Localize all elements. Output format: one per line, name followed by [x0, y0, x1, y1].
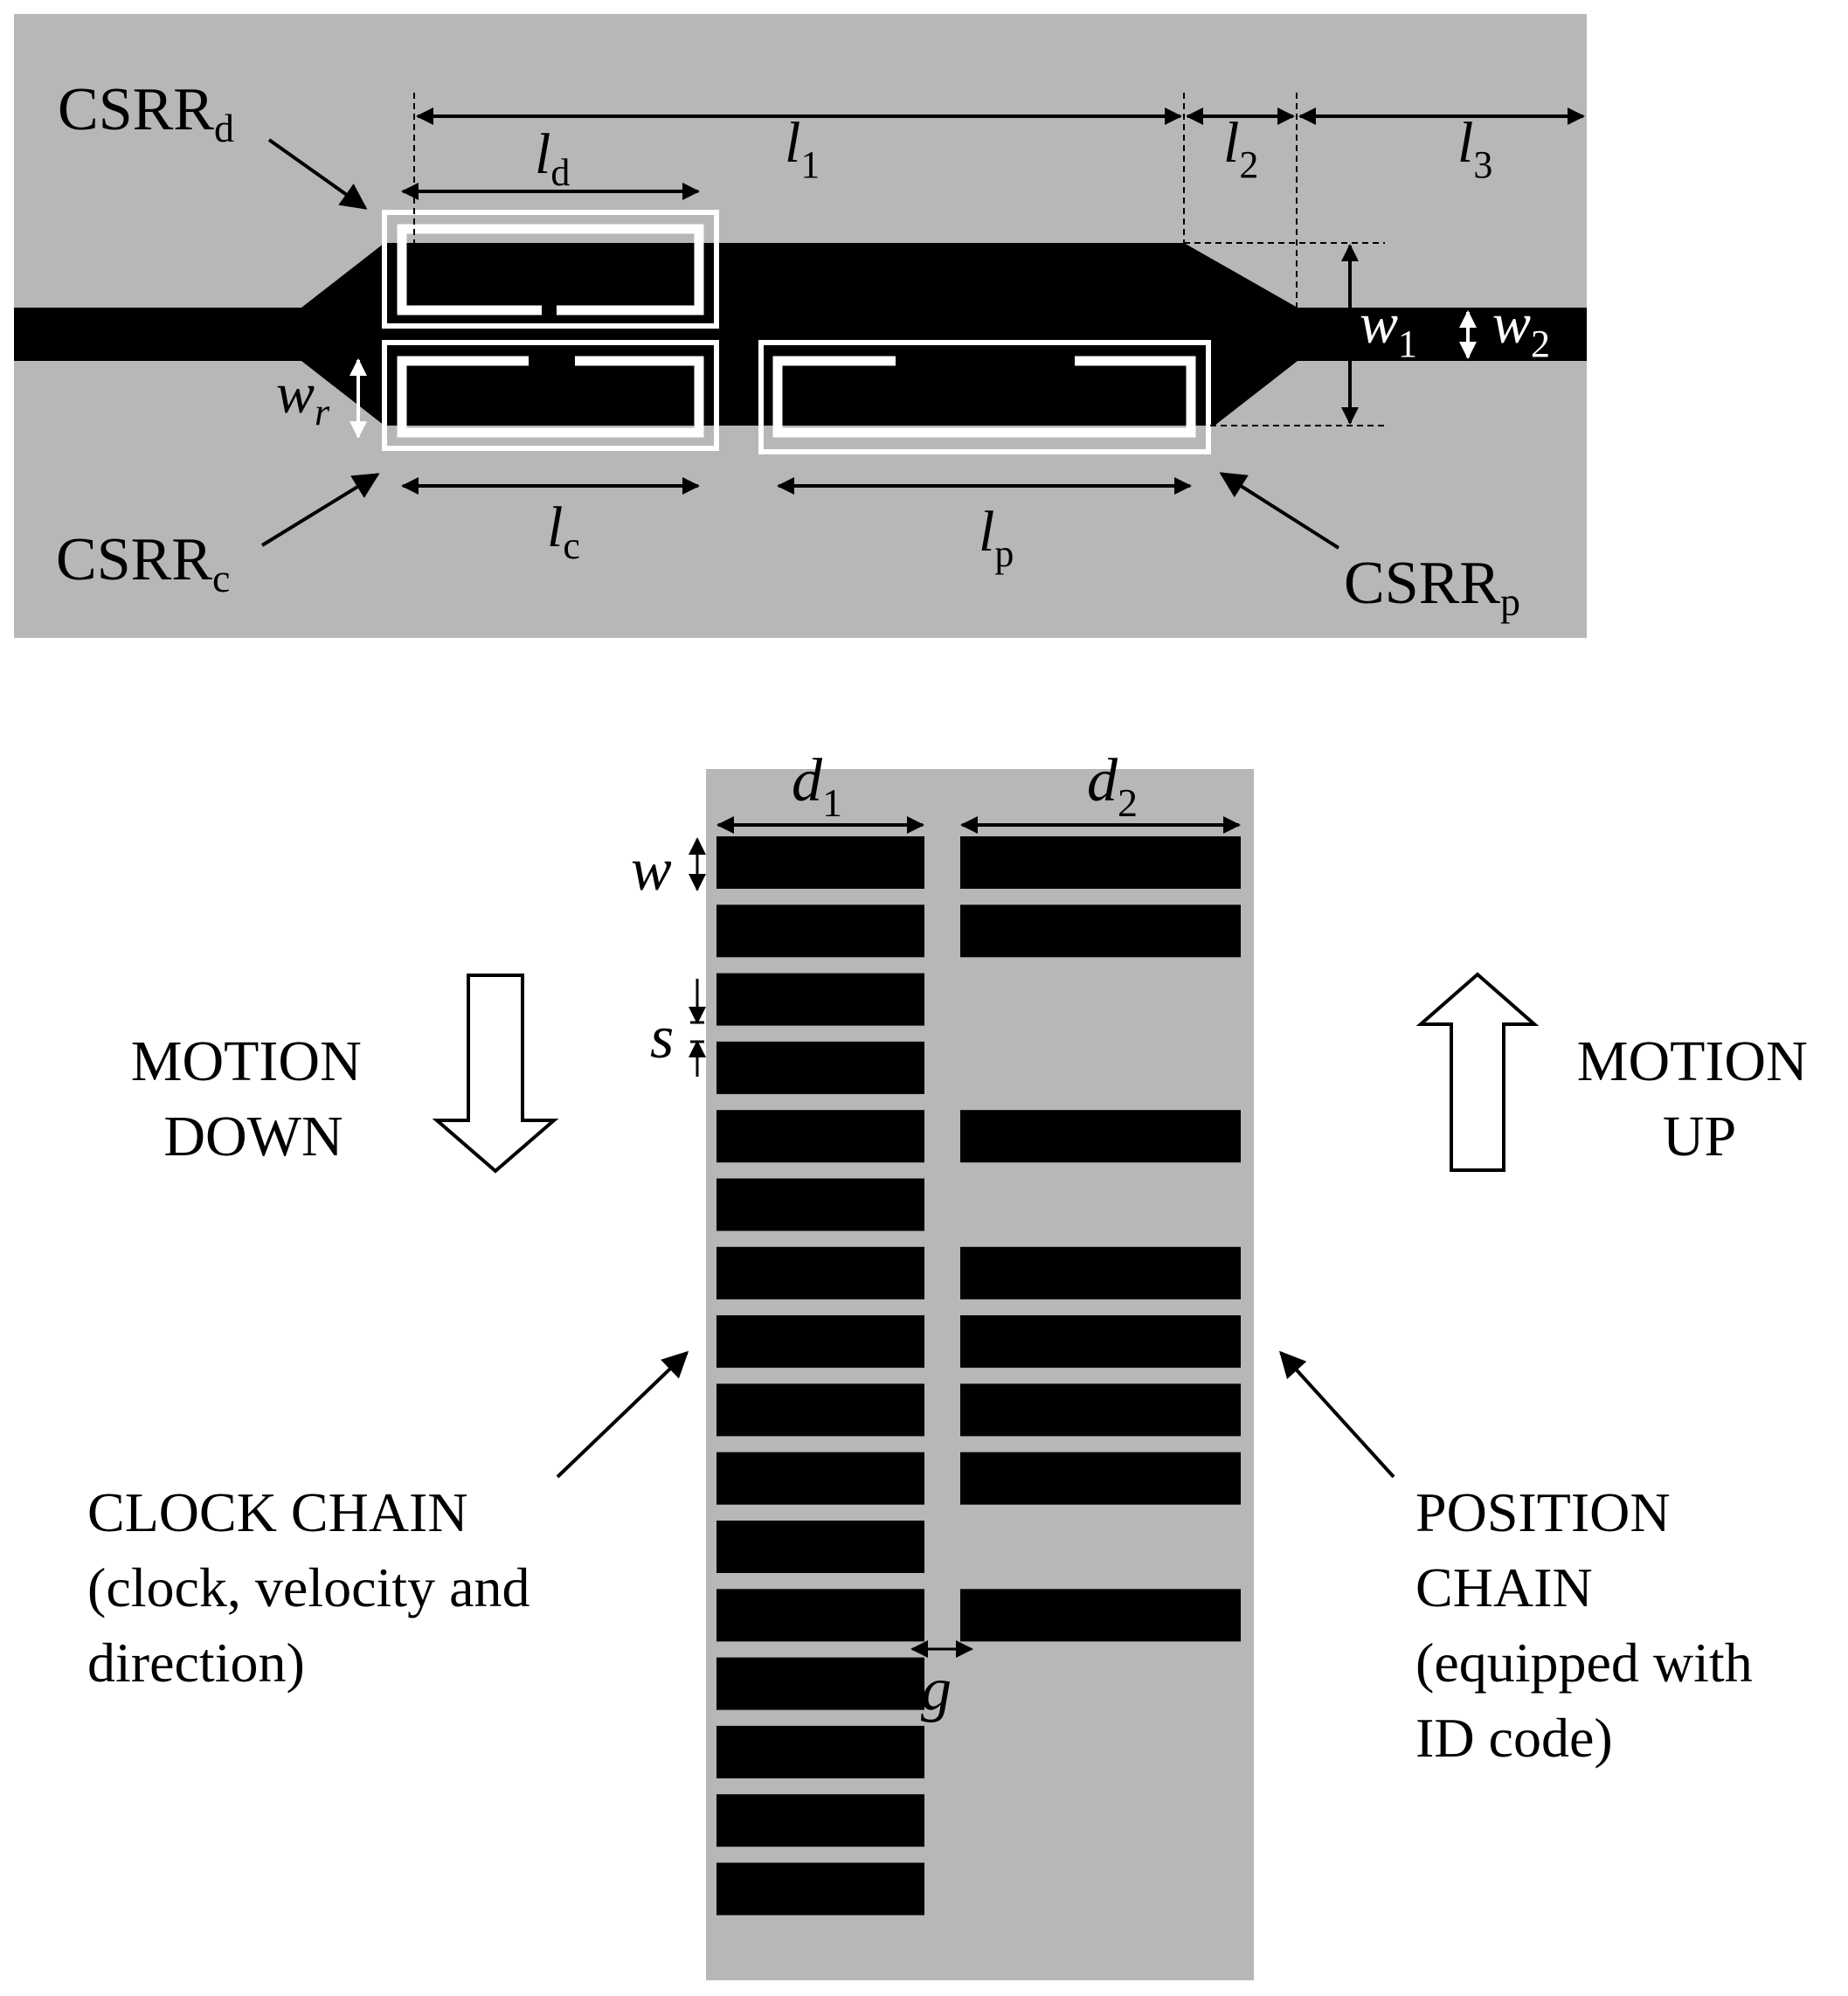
position-chain-inclusion — [960, 1246, 1241, 1299]
csrr-p-pointer — [1219, 472, 1340, 550]
motion-down-label: MOTION DOWN — [131, 1029, 376, 1168]
csrr-p-label: CSRRp — [1344, 550, 1520, 624]
w1-label: w1 — [1360, 292, 1417, 365]
motion-down-arrow-icon — [432, 974, 559, 1174]
motion-up-label: MOTION UP — [1577, 1029, 1822, 1168]
clock-chain-inclusion — [716, 1178, 924, 1231]
lc-label: lc — [547, 496, 580, 567]
csrr-p-resonator — [758, 340, 1211, 454]
clock-chain-inclusion — [716, 1794, 924, 1847]
clock-chain-inclusion — [716, 1315, 924, 1369]
lp-label: lp — [979, 500, 1014, 575]
clock-chain-label: CLOCK CHAIN (clock, velocity and directi… — [87, 1481, 543, 1694]
position-chain-inclusion — [960, 836, 1241, 889]
d2-label: d2 — [1087, 747, 1138, 825]
position-chain-inclusion — [960, 904, 1241, 958]
position-chain — [960, 836, 1241, 1642]
dimension-arrows — [401, 107, 1585, 495]
s-arrows — [689, 979, 706, 1077]
bottom-panel: d1 d2 w s g MOTION DOWN MOTION UP CLOCK … — [87, 747, 1822, 1980]
clock-chain-inclusion — [716, 1041, 924, 1094]
csrr-c-label: CSRRc — [56, 526, 230, 600]
s-label: s — [650, 1004, 674, 1071]
l1-label: l1 — [785, 111, 820, 186]
clock-chain-inclusion — [716, 1452, 924, 1505]
g-label: g — [921, 1656, 952, 1723]
clock-chain-pointer — [556, 1350, 689, 1479]
motion-up-arrow-icon — [1415, 972, 1540, 1172]
clock-chain-inclusion — [716, 904, 924, 958]
clock-chain-inclusion — [716, 1862, 924, 1916]
clock-chain-inclusion — [716, 973, 924, 1026]
csrr-c-pointer — [260, 473, 380, 547]
position-chain-pointer — [1278, 1350, 1395, 1479]
csrr-d-pointer — [267, 138, 368, 210]
clock-chain-inclusion — [716, 1110, 924, 1163]
position-chain-inclusion — [960, 1315, 1241, 1369]
clock-chain-inclusion — [716, 1589, 924, 1642]
encoder-substrate — [706, 769, 1254, 1980]
csrr-d-label: CSRRd — [58, 76, 234, 150]
l3-label: l3 — [1457, 111, 1492, 186]
csrr-d-resonator — [382, 210, 719, 329]
reference-lines — [413, 93, 1385, 426]
clock-chain — [716, 836, 924, 1916]
position-chain-inclusion — [960, 1452, 1241, 1505]
w-label: w — [631, 836, 672, 904]
csrr-c-resonator — [382, 340, 719, 451]
clock-chain-inclusion — [716, 1657, 924, 1710]
clock-chain-inclusion — [716, 1521, 924, 1573]
clock-chain-inclusion — [716, 1725, 924, 1778]
top-panel: CSRRd CSRRc CSRRp l1 l2 l3 ld lc lp w1 — [14, 14, 1587, 638]
d1-label: d1 — [792, 747, 842, 825]
position-chain-inclusion — [960, 1589, 1241, 1642]
clock-chain-inclusion — [716, 1246, 924, 1299]
wr-label: wr — [276, 362, 330, 433]
clock-chain-inclusion — [716, 836, 924, 889]
w2-label: w2 — [1492, 292, 1550, 365]
clock-chain-inclusion — [716, 1383, 924, 1437]
ld-label: ld — [535, 122, 570, 194]
l2-label: l2 — [1223, 111, 1258, 186]
position-chain-inclusion — [960, 1110, 1241, 1163]
position-chain-inclusion — [960, 1383, 1241, 1437]
position-chain-label: POSITION CHAIN (equipped with ID code) — [1415, 1481, 1767, 1769]
